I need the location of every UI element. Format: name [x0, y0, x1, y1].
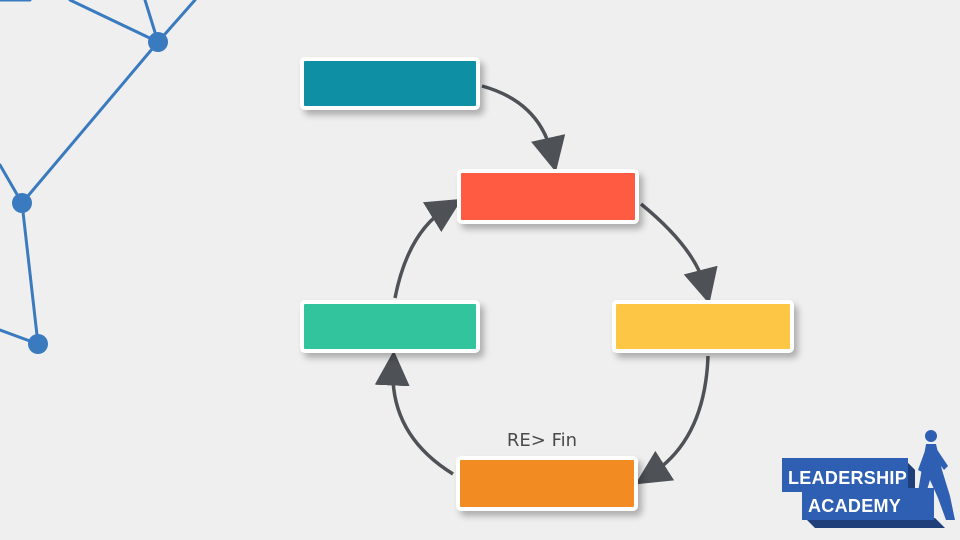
arrow-node1-to-node2 — [481, 84, 566, 173]
arrow-node4-to-node2 — [393, 198, 462, 299]
network-node — [28, 334, 48, 354]
logo-line2: ACADEMY — [808, 496, 902, 516]
cycle-box-orange — [456, 456, 638, 511]
cycle-label: RE> Fin — [506, 430, 578, 451]
cycle-box-red — [457, 169, 639, 224]
arrow-node5-to-node4 — [374, 350, 454, 476]
network-node — [148, 32, 168, 52]
arrow-node2-to-node3 — [639, 202, 718, 304]
cycle-box-teal — [300, 57, 480, 110]
network-node — [12, 193, 32, 213]
network-graphic — [0, 0, 197, 354]
cycle-box-green — [300, 300, 480, 353]
arrow-node3-to-node5 — [635, 355, 710, 485]
leadership-academy-logo — [782, 430, 955, 528]
cycle-box-yellow — [612, 300, 794, 353]
logo-line1: LEADERSHIP — [788, 468, 908, 488]
